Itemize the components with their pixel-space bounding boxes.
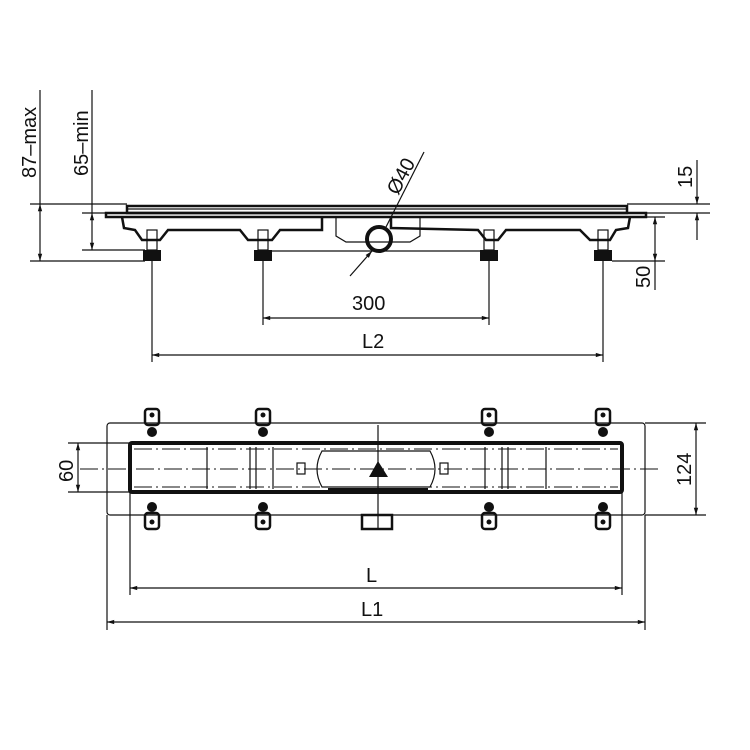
foot-spacing-label: 300 — [352, 293, 385, 315]
adjustable-feet — [143, 229, 612, 261]
side-view: 87–max 65–min Ø40 15 50 300 L2 — [19, 90, 710, 362]
frame-width-label: 124 — [674, 453, 696, 486]
flange — [104, 211, 648, 219]
mounting-tab — [480, 502, 498, 531]
foot — [480, 229, 498, 261]
mounting-tab — [254, 502, 272, 531]
frame-length-label: L1 — [361, 599, 383, 621]
channel-body — [120, 216, 324, 242]
grate-height-label: 15 — [675, 166, 697, 188]
foot — [594, 229, 612, 261]
channel-width-label: 60 — [56, 460, 78, 482]
outlet-pipe — [365, 225, 393, 253]
mounting-tab — [480, 407, 498, 437]
top-view: 60 124 L L1 — [56, 407, 706, 630]
body-height-label: 50 — [633, 266, 655, 288]
mounting-tab — [143, 502, 161, 531]
outlet-diameter-label: Ø40 — [383, 155, 420, 199]
mounting-tab — [143, 407, 161, 437]
mounting-tab — [594, 407, 612, 437]
channel-length-label: L — [366, 565, 377, 587]
flow-direction-icon — [369, 461, 388, 477]
height-min-label: 65–min — [71, 110, 93, 176]
mounting-tab — [254, 407, 272, 437]
outer-foot-span-label: L2 — [362, 331, 384, 353]
foot — [254, 229, 272, 261]
outlet — [360, 513, 394, 531]
center-cover — [316, 450, 436, 488]
mounting-tabs — [143, 407, 612, 531]
mounting-tab — [594, 502, 612, 531]
height-max-label: 87–max — [19, 107, 41, 178]
foot — [143, 229, 161, 261]
